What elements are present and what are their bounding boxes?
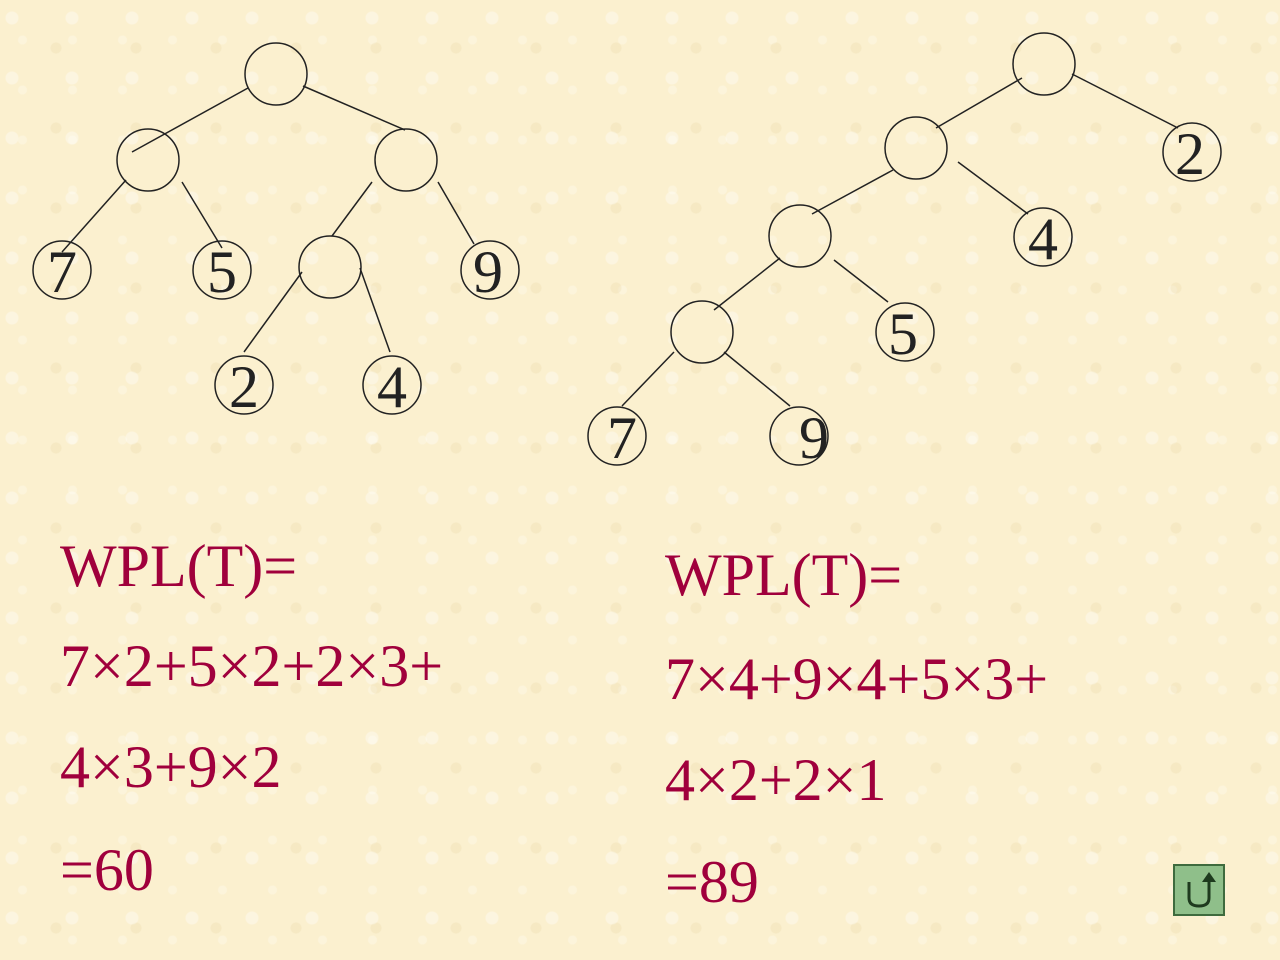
leaf-node — [32, 240, 92, 300]
left-wpl-line-2: 4×3+9×2 — [60, 734, 282, 800]
tree-edge — [1071, 73, 1179, 129]
return-button[interactable] — [1173, 864, 1225, 916]
tree-edge — [131, 87, 249, 153]
tree-edge — [243, 271, 303, 353]
left-wpl-result: =60 — [60, 837, 154, 903]
right-wpl-heading: WPL(T)= — [665, 542, 903, 608]
tree-edge — [621, 351, 675, 407]
tree-edge — [833, 259, 889, 303]
right-tree: 2 4 5 7 9 — [587, 32, 1222, 471]
internal-node — [116, 128, 180, 192]
leaf-label: 7 — [47, 239, 77, 305]
internal-node — [884, 116, 948, 180]
tree-edge — [181, 181, 223, 249]
internal-node — [298, 235, 362, 299]
leaf-label: 2 — [1175, 121, 1205, 187]
tree-edge — [935, 77, 1023, 129]
leaf-label: 9 — [799, 405, 829, 471]
leaf-label: 4 — [377, 354, 407, 420]
leaf-node — [769, 406, 829, 466]
leaf-label: 5 — [207, 239, 237, 305]
leaf-node — [460, 240, 520, 300]
internal-node — [768, 204, 832, 268]
leaf-node — [362, 355, 422, 415]
leaf-label: 9 — [473, 239, 503, 305]
tree-edge — [713, 257, 781, 311]
left-tree: 7 5 9 2 4 — [32, 42, 520, 420]
internal-node — [670, 300, 734, 364]
tree-edge — [811, 169, 894, 215]
leaf-label: 5 — [888, 301, 918, 367]
right-wpl-line-1: 7×4+9×4+5×3+ — [665, 646, 1049, 712]
internal-node — [1012, 32, 1076, 96]
tree-edge — [723, 351, 791, 407]
leaf-label: 7 — [607, 405, 637, 471]
leaf-node — [1162, 122, 1222, 182]
leaf-node — [192, 240, 252, 300]
leaf-node — [1013, 207, 1073, 267]
leaf-node — [587, 406, 647, 466]
right-wpl-line-2: 4×2+2×1 — [665, 747, 887, 813]
leaf-node — [875, 302, 935, 362]
tree-edge — [437, 181, 475, 245]
left-wpl-line-1: 7×2+5×2+2×3+ — [60, 633, 444, 699]
tree-edge — [61, 179, 127, 253]
right-wpl-result: =89 — [665, 849, 759, 915]
tree-edge — [957, 161, 1029, 215]
tree-edge — [359, 267, 391, 353]
u-turn-arrow-icon — [1187, 872, 1216, 908]
tree-edge — [331, 181, 373, 237]
left-wpl-heading: WPL(T)= — [60, 533, 298, 599]
tree-edge — [302, 85, 406, 131]
internal-node — [244, 42, 308, 106]
leaf-label: 4 — [1028, 206, 1058, 272]
internal-node — [374, 128, 438, 192]
leaf-node — [214, 355, 274, 415]
leaf-label: 2 — [229, 354, 259, 420]
